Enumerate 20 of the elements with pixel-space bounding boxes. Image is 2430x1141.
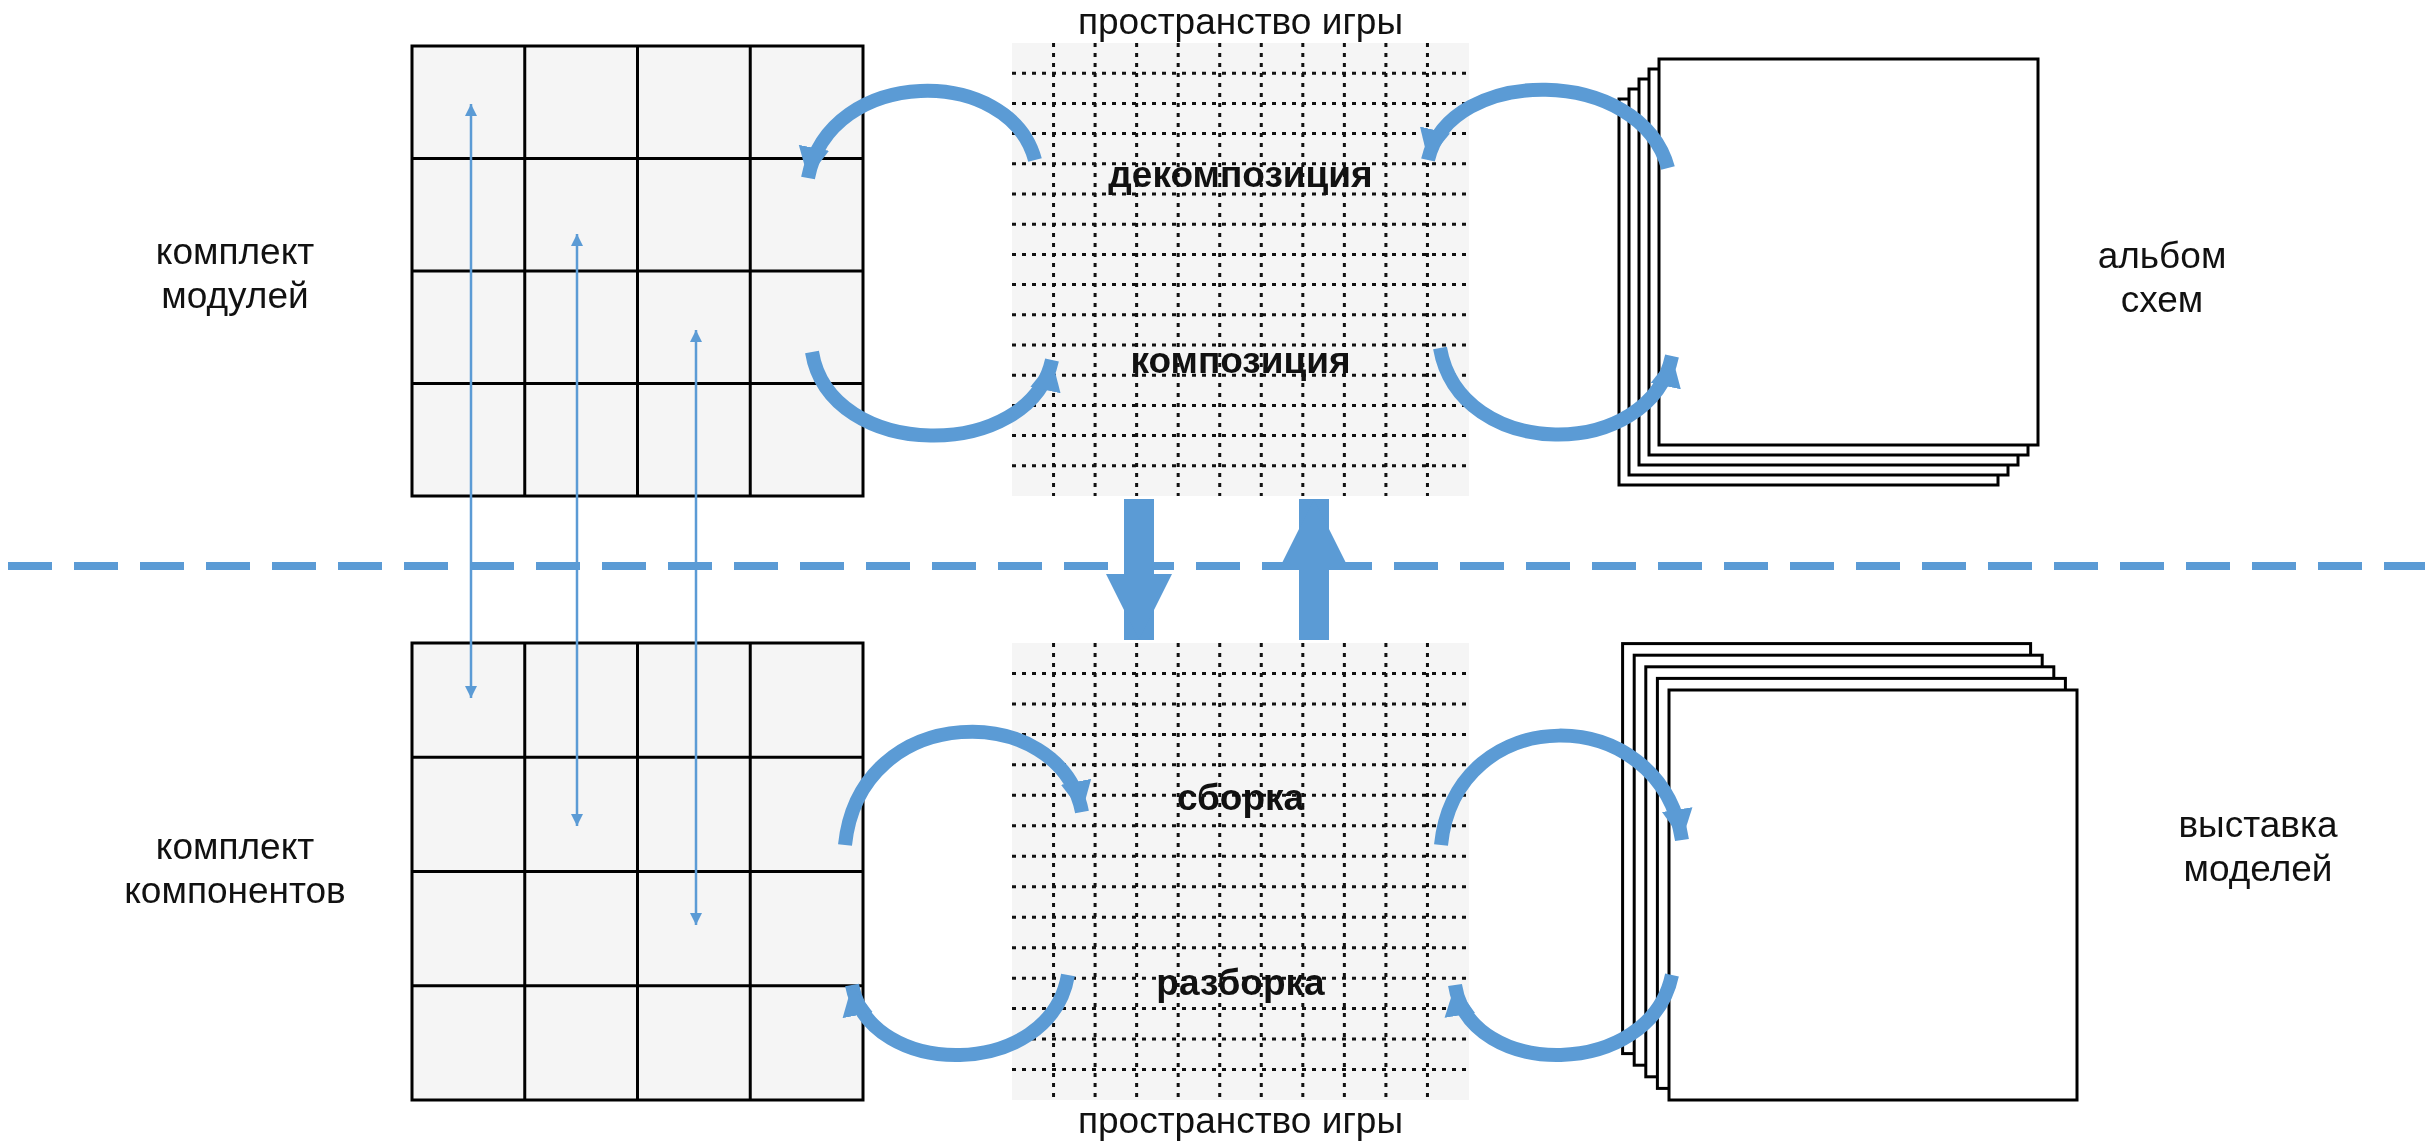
space-title: пространство игры — [1076, 0, 1405, 44]
block-arrow — [1106, 499, 1172, 640]
process-label: композиция — [1129, 339, 1352, 383]
double-arrow — [465, 104, 477, 698]
block-arrow — [1281, 499, 1347, 640]
group-label: комплект компонентов — [123, 825, 347, 913]
group-label: выставка моделей — [2177, 803, 2339, 891]
curved-arrow — [838, 725, 1089, 847]
curved-arrow — [1421, 82, 1675, 171]
process-label: сборка — [1175, 776, 1306, 820]
space-title: пространство игры — [1076, 1099, 1405, 1141]
group-label: комплект модулей — [154, 230, 316, 318]
process-label: декомпозиция — [1107, 153, 1374, 197]
curved-arrow — [845, 972, 1075, 1062]
curved-arrow — [801, 84, 1042, 181]
double-arrow — [571, 234, 583, 826]
curved-arrow — [805, 349, 1059, 443]
group-label: альбом схем — [2096, 234, 2228, 322]
double-arrow — [690, 330, 702, 925]
curved-arrow — [1433, 345, 1679, 442]
